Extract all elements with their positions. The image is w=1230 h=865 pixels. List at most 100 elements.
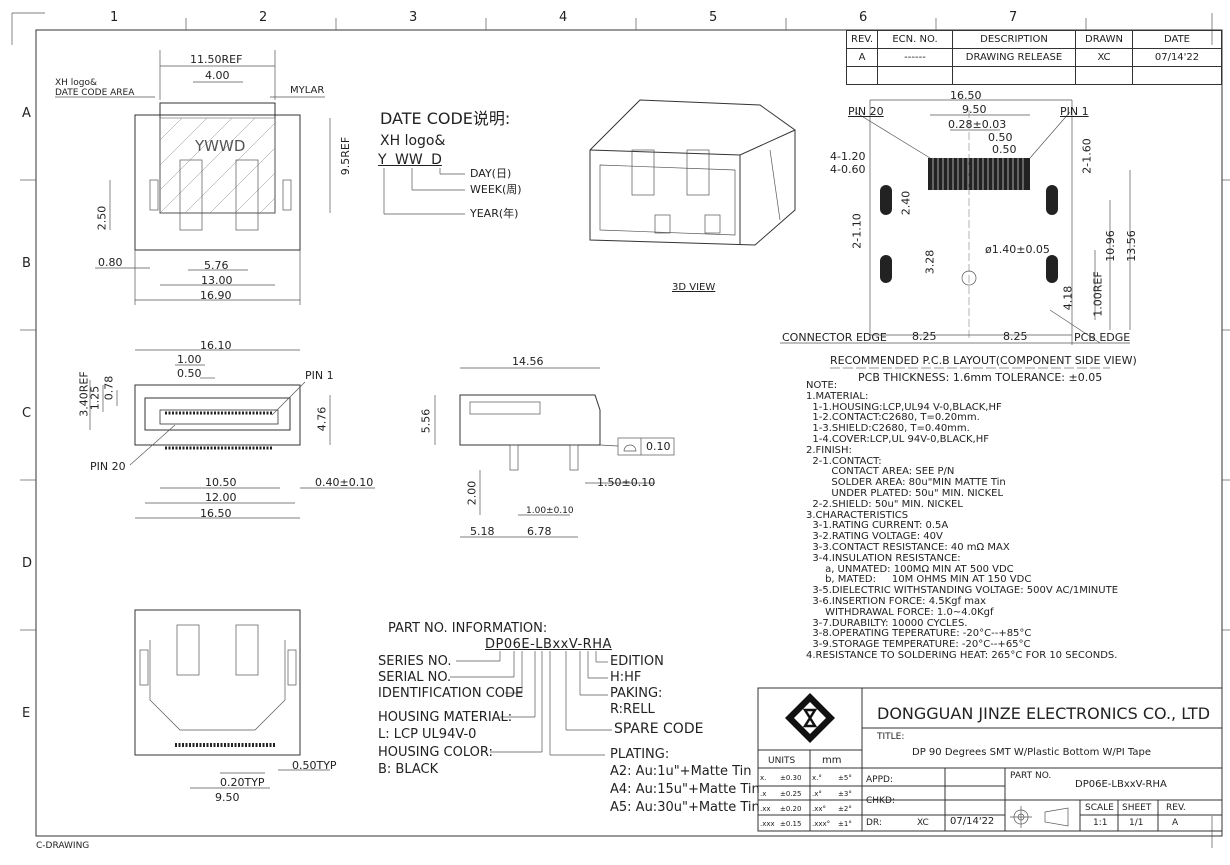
plating-option: A5: Au:30u"+Matte Tin (610, 800, 760, 815)
spare-code-label: SPARE CODE (614, 721, 704, 737)
part-number: DP06E-LBxxV-RHA (485, 637, 612, 652)
pcb-edge-label: PCB EDGE (1074, 331, 1131, 344)
dr-value: XC (917, 818, 929, 828)
part-no-value: DP06E-LBxxV-RHA (1075, 779, 1167, 790)
dimension: 9.50 (215, 791, 240, 804)
date-code-format: Y WW D (378, 152, 442, 168)
part-info-leaders (450, 651, 612, 756)
tol-row: ±1° (838, 820, 852, 828)
housing-material-label: HOUSING MATERIAL: (378, 710, 513, 725)
dimension: 6.78 (527, 525, 552, 538)
rev-value: A (846, 48, 878, 67)
dimension: 16.10 (200, 339, 232, 352)
units-label: UNITS (768, 756, 796, 766)
drawing-border (35, 29, 1223, 837)
date-code-diagram (383, 168, 465, 215)
row-label: C (22, 406, 32, 421)
column-label: 5 (709, 10, 718, 25)
connector-edge-label: CONNECTOR EDGE (782, 331, 887, 344)
appd-label: APPD: (866, 775, 893, 785)
dimension: 4.76 (315, 406, 329, 432)
pcb-pin1-label: PIN 1 (1060, 105, 1089, 118)
tol-row: .x° (812, 790, 822, 798)
rev-header: REV. (846, 30, 878, 49)
dimension: 0.40±0.10 (315, 476, 374, 489)
date-code-day: DAY(日) (470, 167, 512, 180)
dimension: 2-1.10 (850, 213, 864, 249)
paking-label: PAKING: (610, 686, 663, 701)
part-no-label: PART NO. (1010, 771, 1052, 781)
dimension: 1.25 (88, 385, 102, 411)
dimension: 0.80 (98, 256, 123, 269)
company-logo-icon (785, 693, 835, 743)
column-label: 4 (559, 10, 568, 25)
tol-row: .xx (760, 805, 771, 813)
edition-label: EDITION (610, 654, 664, 669)
column-label: 7 (1009, 10, 1018, 25)
projection-symbol (1010, 806, 1069, 828)
dimension: ø1.40±0.05 (985, 243, 1050, 256)
title-label: TITLE: (877, 732, 905, 742)
drawing-title: DP 90 Degrees SMT W/Plastic Bottom W/PI … (912, 747, 1151, 758)
dimension: 1.00±0.10 (526, 506, 574, 516)
date-code-week: WEEK(周) (470, 183, 522, 196)
logo-text: YWWD (195, 137, 246, 155)
tol-row: x.° (812, 774, 822, 782)
housing-color-label: HOUSING COLOR: (378, 745, 493, 760)
dimension: 0.50 (992, 143, 1017, 156)
tol-row: .xxx° (812, 820, 831, 828)
pcb-layout-title: RECOMMENDED P.C.B LAYOUT(COMPONENT SIDE … (830, 354, 1137, 367)
dimension: 16.50 (200, 507, 232, 520)
top-view-drawing (55, 50, 331, 305)
dimension: 0.50TYP (292, 759, 337, 772)
dimension: 8.25 (1003, 330, 1028, 343)
identification-code-label: IDENTIFICATION CODE (378, 686, 524, 701)
dimension: 10.96 (1103, 230, 1117, 262)
dimension: 12.00 (205, 491, 237, 504)
dimension: 0.28±0.03 (948, 118, 1007, 131)
tol-row: x. (760, 774, 767, 782)
notes: NOTE: 1.MATERIAL: 1-1.HOUSING:LCP,UL94 V… (806, 380, 1119, 661)
ecn-header: ECN. NO. (877, 30, 953, 49)
plating-option: A2: Au:1u"+Matte Tin (610, 764, 752, 779)
dimension: 16.50 (950, 89, 982, 102)
dimension: 13.00 (201, 274, 233, 287)
tol-row: ±0.20 (780, 805, 802, 813)
description-value: DRAWING RELEASE (952, 48, 1076, 67)
column-label: 3 (409, 10, 418, 25)
tol-row: ±0.30 (780, 774, 802, 782)
dimension: 2.50 (95, 205, 109, 231)
row-label: E (22, 706, 31, 721)
dimension: 14.56 (512, 355, 544, 368)
column-label: 2 (259, 10, 268, 25)
column-label: 1 (110, 10, 119, 25)
units-value: mm (822, 755, 842, 766)
date-code-title: DATE CODE说明: (380, 109, 511, 128)
plating-option: A4: Au:15u"+Matte Tin (610, 782, 760, 797)
3d-view-label: 3D VIEW (672, 282, 716, 293)
dimension: 3.28 (923, 249, 937, 275)
column-label: 6 (859, 10, 868, 25)
3d-view-drawing (589, 99, 796, 246)
dimension: 2-1.60 (1080, 138, 1094, 174)
tol-row: ±2° (838, 805, 852, 813)
chkd-label: CHKD: (866, 796, 895, 806)
dimension: 1.00REF (1091, 271, 1105, 317)
revision-table: REV. ECN. NO. DESCRIPTION DRAWN DATE A -… (846, 30, 1222, 85)
dimension: 9.50 (962, 103, 987, 116)
top-view-label: DATE CODE AREA (55, 88, 135, 98)
rev-label: REV. (1166, 803, 1186, 813)
date-header: DATE (1132, 30, 1222, 49)
tol-row: ±3° (838, 790, 852, 798)
pcb-pin20-label: PIN 20 (848, 105, 884, 118)
front-pin20-label: PIN 20 (90, 460, 126, 473)
housing-color-value: B: BLACK (378, 762, 439, 777)
front-view-drawing (89, 349, 375, 519)
tol-row: ±0.15 (780, 820, 802, 828)
dimension: 4.18 (1061, 285, 1075, 311)
date-code-year: YEAR(年) (470, 207, 519, 220)
company-name: DONGGUAN JINZE ELECTRONICS CO., LTD (877, 704, 1211, 723)
pcb-layout-drawing (780, 99, 1131, 369)
dimension: 4.00 (205, 69, 230, 82)
